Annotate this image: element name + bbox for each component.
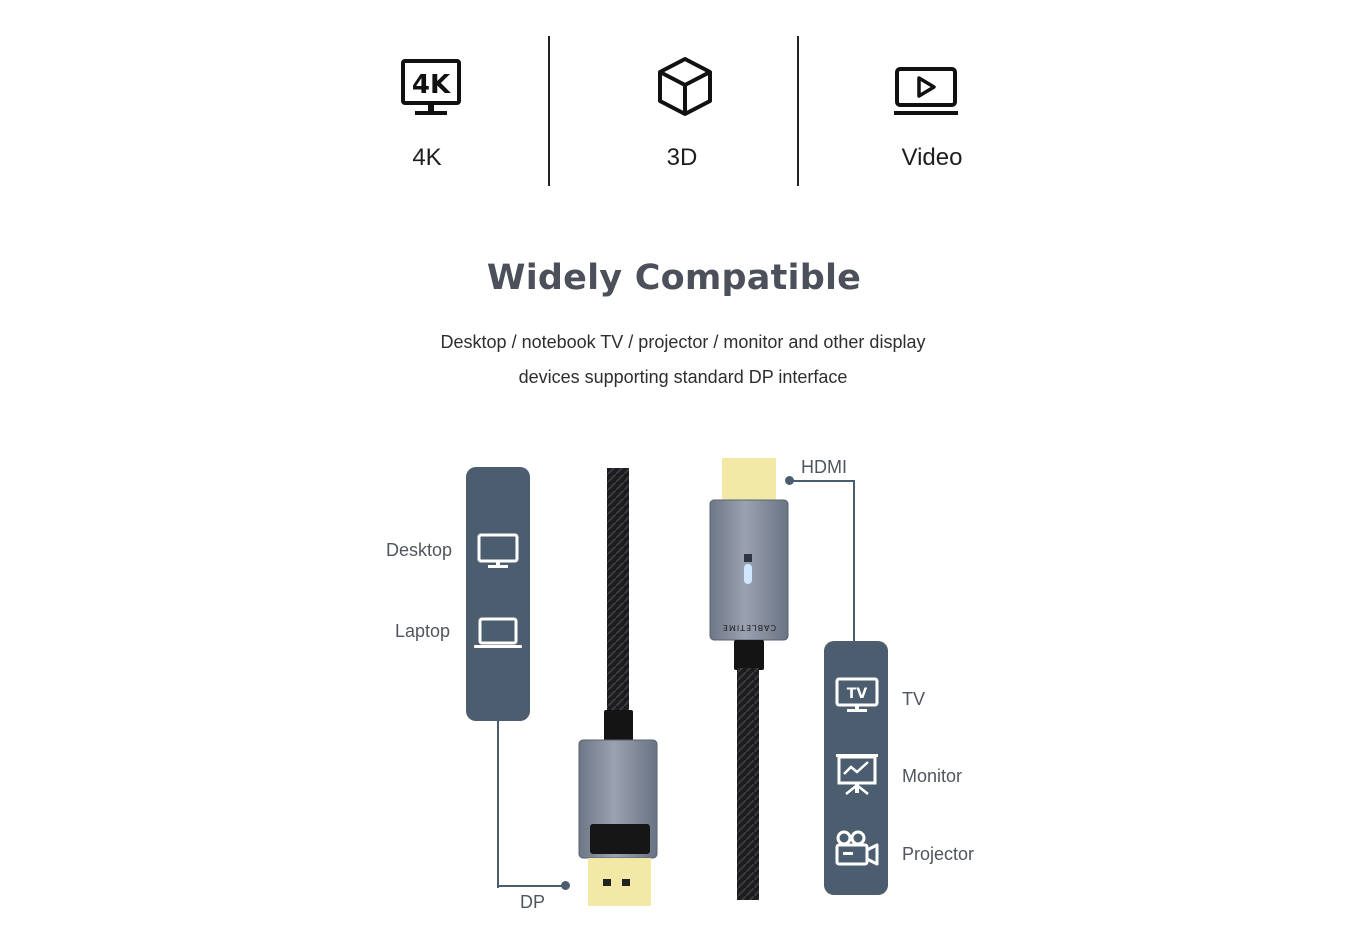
section-description-line-1: Desktop / notebook TV / projector / moni… (440, 332, 926, 352)
feature-label-3d: 3D (666, 144, 698, 171)
dp-cable (578, 468, 658, 906)
section-description-line-2: devices supporting standard DP interface (518, 367, 848, 387)
hdmi-cable: CABLETIME (709, 458, 789, 900)
hdmi-connector-line (789, 480, 855, 482)
tv-icon-glyph: TV (847, 686, 868, 702)
brand-label: CABLETIME (722, 623, 776, 632)
4k-icon-glyph: 4K (412, 70, 451, 100)
monitor-chart-icon (836, 754, 878, 795)
laptop-label: Laptop (395, 621, 451, 641)
laptop-icon (474, 617, 522, 648)
feature-divider (797, 36, 799, 186)
feature-label-video: Video (901, 144, 963, 171)
feature-label-4k: 4K (412, 144, 442, 171)
monitor-label: Monitor (902, 766, 963, 786)
projector-label: Projector (902, 844, 975, 864)
dp-connector-dot (561, 881, 570, 890)
video-play-icon (894, 67, 958, 115)
4k-monitor-icon: 4K (401, 59, 461, 115)
desktop-label: Desktop (386, 540, 453, 560)
source-devices-panel (466, 467, 530, 721)
dp-connector-line (497, 720, 499, 888)
section-title: Widely Compatible (486, 258, 862, 298)
dp-connector-line (497, 885, 567, 887)
hdmi-connector-line (853, 480, 855, 642)
tv-label: TV (902, 689, 926, 709)
hdmi-label: HDMI (801, 457, 847, 477)
desktop-icon (477, 533, 519, 568)
projector-camera-icon (835, 830, 879, 866)
cube-icon (658, 57, 712, 116)
feature-divider (548, 36, 550, 186)
dp-label: DP (520, 892, 546, 912)
tv-icon: TV (835, 677, 879, 712)
